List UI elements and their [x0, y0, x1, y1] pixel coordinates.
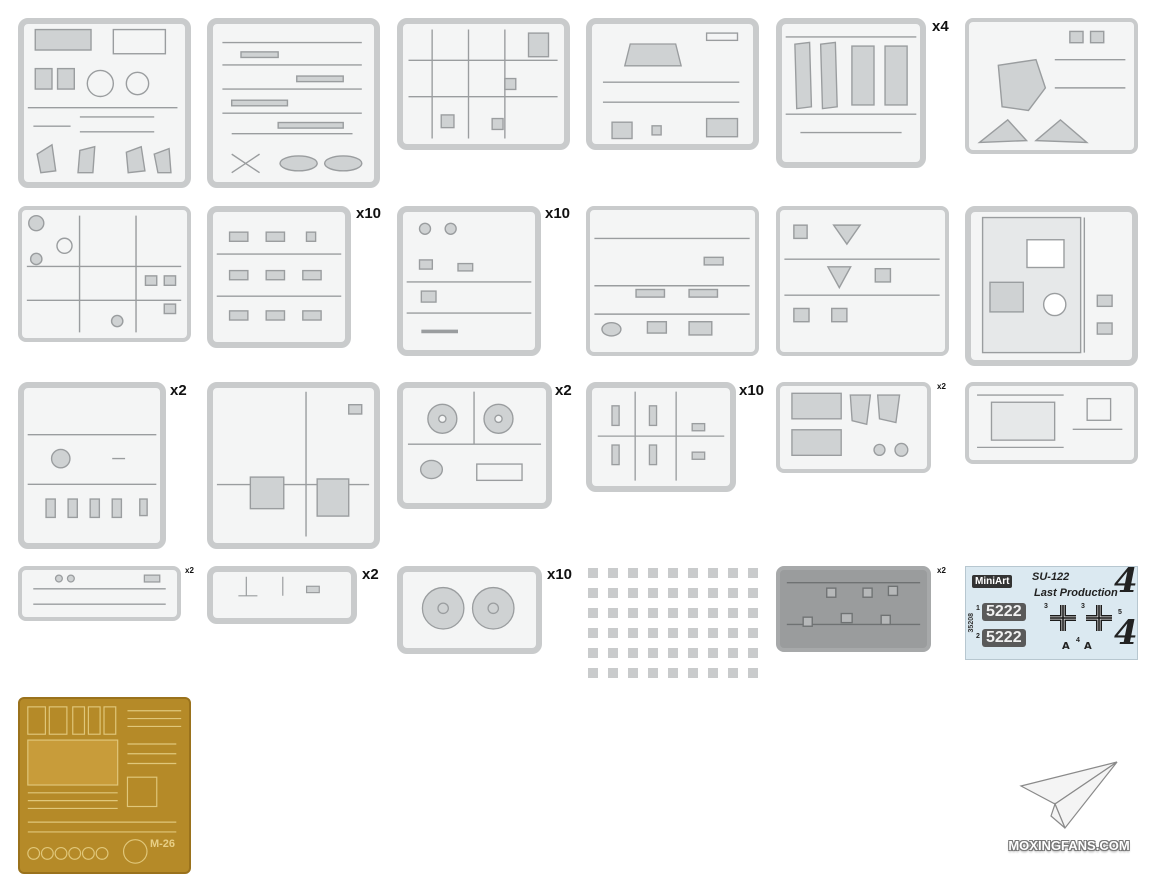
decal-big-number: 4 — [1114, 613, 1138, 653]
sprue-row3-c — [397, 382, 552, 509]
sprue-row2-f — [965, 206, 1138, 366]
sprue-parts-drawing — [406, 222, 532, 334]
sprue-multiplier: x10 — [739, 382, 765, 399]
sprue-multiplier: x4 — [932, 18, 949, 35]
sprue-row3-d — [586, 382, 736, 492]
sprue-row2-e — [776, 206, 949, 356]
sprue-parts-drawing — [27, 28, 178, 174]
decal-subtitle: Last Production — [1034, 587, 1118, 599]
sprue-row2-a — [18, 206, 191, 342]
sprue-parts-drawing — [421, 586, 515, 630]
decal-index: 5 — [1118, 609, 1122, 616]
sprue-row1-e — [776, 18, 926, 168]
paper-plane-icon — [1019, 761, 1118, 830]
photo-etch-parts-drawing — [27, 706, 182, 864]
sprue-multiplier: x2 — [937, 382, 946, 391]
sprue-row3-a — [18, 382, 166, 549]
sprue-parts-drawing — [594, 237, 750, 337]
sprue-row4-a — [18, 566, 181, 621]
site-watermark: MOXINGFANS.COM — [993, 758, 1145, 858]
sprue-multiplier: x10 — [545, 205, 571, 222]
decal-index: 3 — [1044, 603, 1048, 610]
sprue-multiplier: x10 — [356, 205, 382, 222]
sprue-row1-d — [586, 18, 759, 150]
sprue-parts-drawing — [216, 391, 370, 537]
sprue-row3-b — [207, 382, 380, 549]
decal-index: 1 — [976, 605, 980, 612]
sprue-row3-e — [776, 382, 931, 473]
decal-tactical-marking: A — [1084, 641, 1092, 652]
sprue-row2-c — [397, 206, 541, 356]
brand-logo: MiniArt — [972, 575, 1013, 588]
sprue-row1-c — [397, 18, 570, 150]
sprue-row2-d — [586, 206, 759, 356]
decal-sheet: MiniArt 35208 SU-122 Last Production 1 5… — [965, 561, 1138, 660]
decal-big-number: 4 — [1114, 561, 1138, 601]
sprue-parts-drawing — [791, 392, 909, 457]
decal-index: 3 — [1081, 603, 1085, 610]
sprue-parts-drawing — [27, 434, 157, 519]
sprue-parts-drawing — [407, 391, 542, 482]
sprue-parts-drawing — [222, 41, 363, 174]
track-links — [588, 568, 758, 678]
sprue-parts-drawing — [784, 224, 940, 323]
sprue-parts-drawing — [977, 394, 1123, 449]
sprue-multiplier: x2 — [937, 566, 946, 575]
sprue-parts-drawing — [26, 214, 182, 333]
sprue-parts-drawing — [33, 574, 166, 605]
clear-sprue — [776, 566, 931, 652]
sprue-multiplier: x2 — [555, 382, 572, 399]
sprue-multiplier: x2 — [170, 382, 187, 399]
sprue-row2-b — [207, 206, 351, 348]
sprue-parts-drawing — [597, 391, 725, 481]
balkenkreuz-icon — [1050, 605, 1076, 631]
sprue-parts-drawing — [786, 582, 921, 627]
photo-etch-fret: M-26 — [18, 697, 191, 874]
decal-title: SU-122 — [1032, 571, 1070, 583]
decal-number-plate: 5222 — [982, 603, 1026, 621]
sprue-parts-drawing — [977, 30, 1126, 144]
sprue-parts-drawing — [981, 216, 1113, 354]
sprue-row4-c — [397, 566, 542, 654]
sprue-parts-drawing — [408, 29, 558, 139]
watermark-text: MOXINGFANS.COM — [1008, 838, 1130, 853]
sprue-row1-a — [18, 18, 191, 188]
balkenkreuz-icon — [1086, 605, 1112, 631]
decal-number-plate: 5222 — [982, 629, 1026, 647]
sprue-row3-f — [965, 382, 1138, 464]
photo-etch-label: M-26 — [149, 838, 175, 850]
sprue-multiplier: x10 — [547, 566, 573, 583]
sprue-row4-b — [207, 566, 357, 624]
sprue-row1-b — [207, 18, 380, 188]
kit-code: 35208 — [968, 613, 975, 633]
sprue-parts-drawing — [602, 32, 740, 140]
decal-tactical-marking: A — [1062, 641, 1070, 652]
sprue-parts-drawing — [785, 36, 917, 134]
sprue-parts-drawing — [216, 231, 342, 321]
sprue-row1-f — [965, 18, 1138, 154]
sprue-parts-drawing — [238, 576, 320, 597]
decal-index: 4 — [1076, 637, 1080, 644]
decal-index: 2 — [976, 633, 980, 640]
sprue-multiplier: x2 — [185, 566, 194, 575]
sprue-multiplier: x2 — [362, 566, 379, 583]
